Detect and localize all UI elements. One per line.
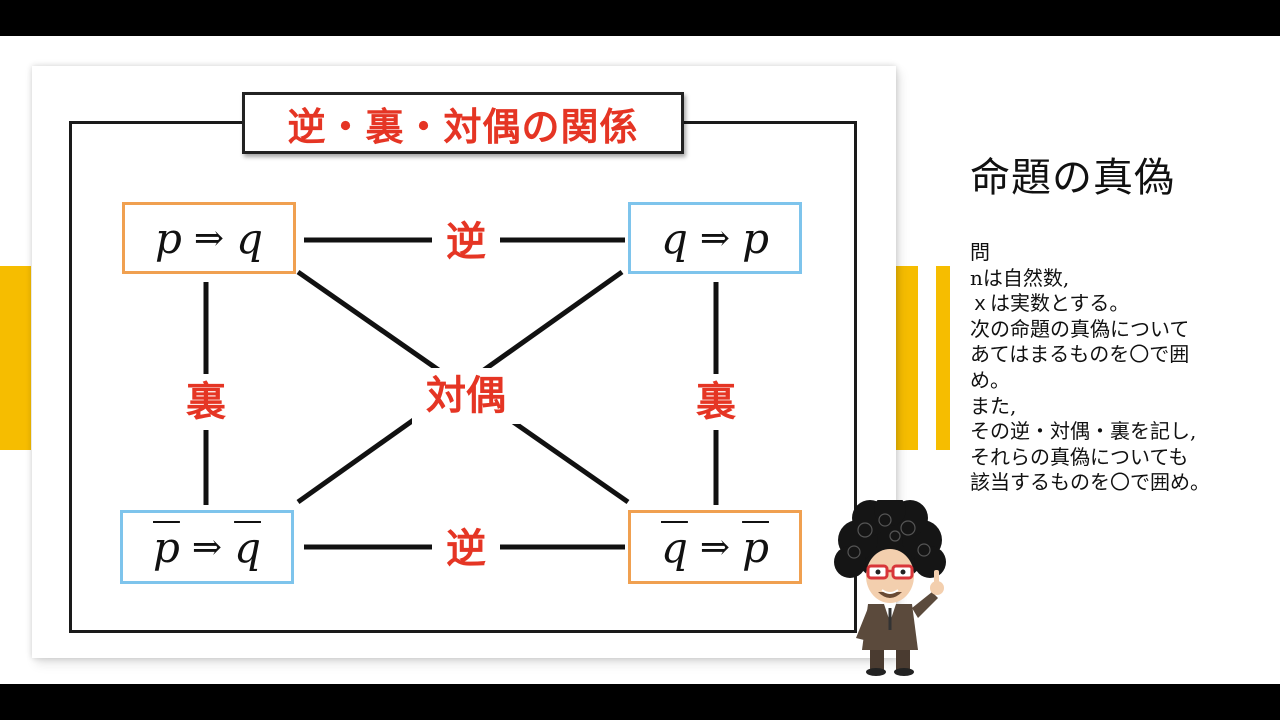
prop-not-q-implies-not-p: q ⇒ p [628,510,802,584]
prop-right-var-negated: q [234,522,261,572]
teacher-mascot-icon [834,500,946,676]
problem-line: 次の命題の真偽について [970,316,1190,341]
relation-converse-bottom: 逆 [432,527,500,571]
prop-right-var: p [742,213,769,263]
relation-contrapositive-center: 対偶 [412,368,520,424]
problem-line: それらの真偽についても [970,444,1189,469]
problem-line: め。 [970,367,1010,392]
prop-right-var-negated: p [742,522,769,572]
right-accent-bar-2 [936,266,950,450]
prop-p-implies-q: p ⇒ q [122,202,296,274]
problem-line: ｘは実数とする。 [970,291,1130,316]
implies-symbol: ⇒ [191,526,223,568]
diagram-title: 逆・裏・対偶の関係 [242,92,684,154]
implies-symbol: ⇒ [699,217,731,259]
left-accent-bar [0,266,31,450]
problem-line: nは自然数, [970,265,1070,290]
problem-line: その逆・対偶・裏を記し, [970,419,1197,444]
relation-inverse-left: 裏 [178,374,234,430]
problem-line: 該当するものを〇で囲め。 [970,470,1210,495]
problem-text: 問 nは自然数, ｘは実数とする。 次の命題の真偽について あてはまるものを〇で… [970,240,1270,496]
top-letterbox-bar [0,0,1280,36]
prop-q-implies-p: q ⇒ p [628,202,802,274]
bottom-letterbox-bar [0,684,1280,720]
implies-symbol: ⇒ [193,217,225,259]
problem-line: あてはまるものを〇で囲 [970,342,1190,367]
problem-line: また, [970,393,1017,418]
relation-inverse-right: 裏 [688,374,744,430]
relation-converse-top: 逆 [432,220,500,264]
problem-line: 問 [970,240,990,264]
page-title: 命題の真偽 [970,155,1175,201]
prop-left-var-negated: q [661,522,688,572]
prop-left-var: q [661,213,688,263]
prop-right-var: q [236,213,263,263]
prop-left-var-negated: p [153,522,180,572]
prop-left-var: p [155,213,182,263]
implies-symbol: ⇒ [699,526,731,568]
right-accent-bar-1 [896,266,918,450]
prop-not-p-implies-not-q: p ⇒ q [120,510,294,584]
